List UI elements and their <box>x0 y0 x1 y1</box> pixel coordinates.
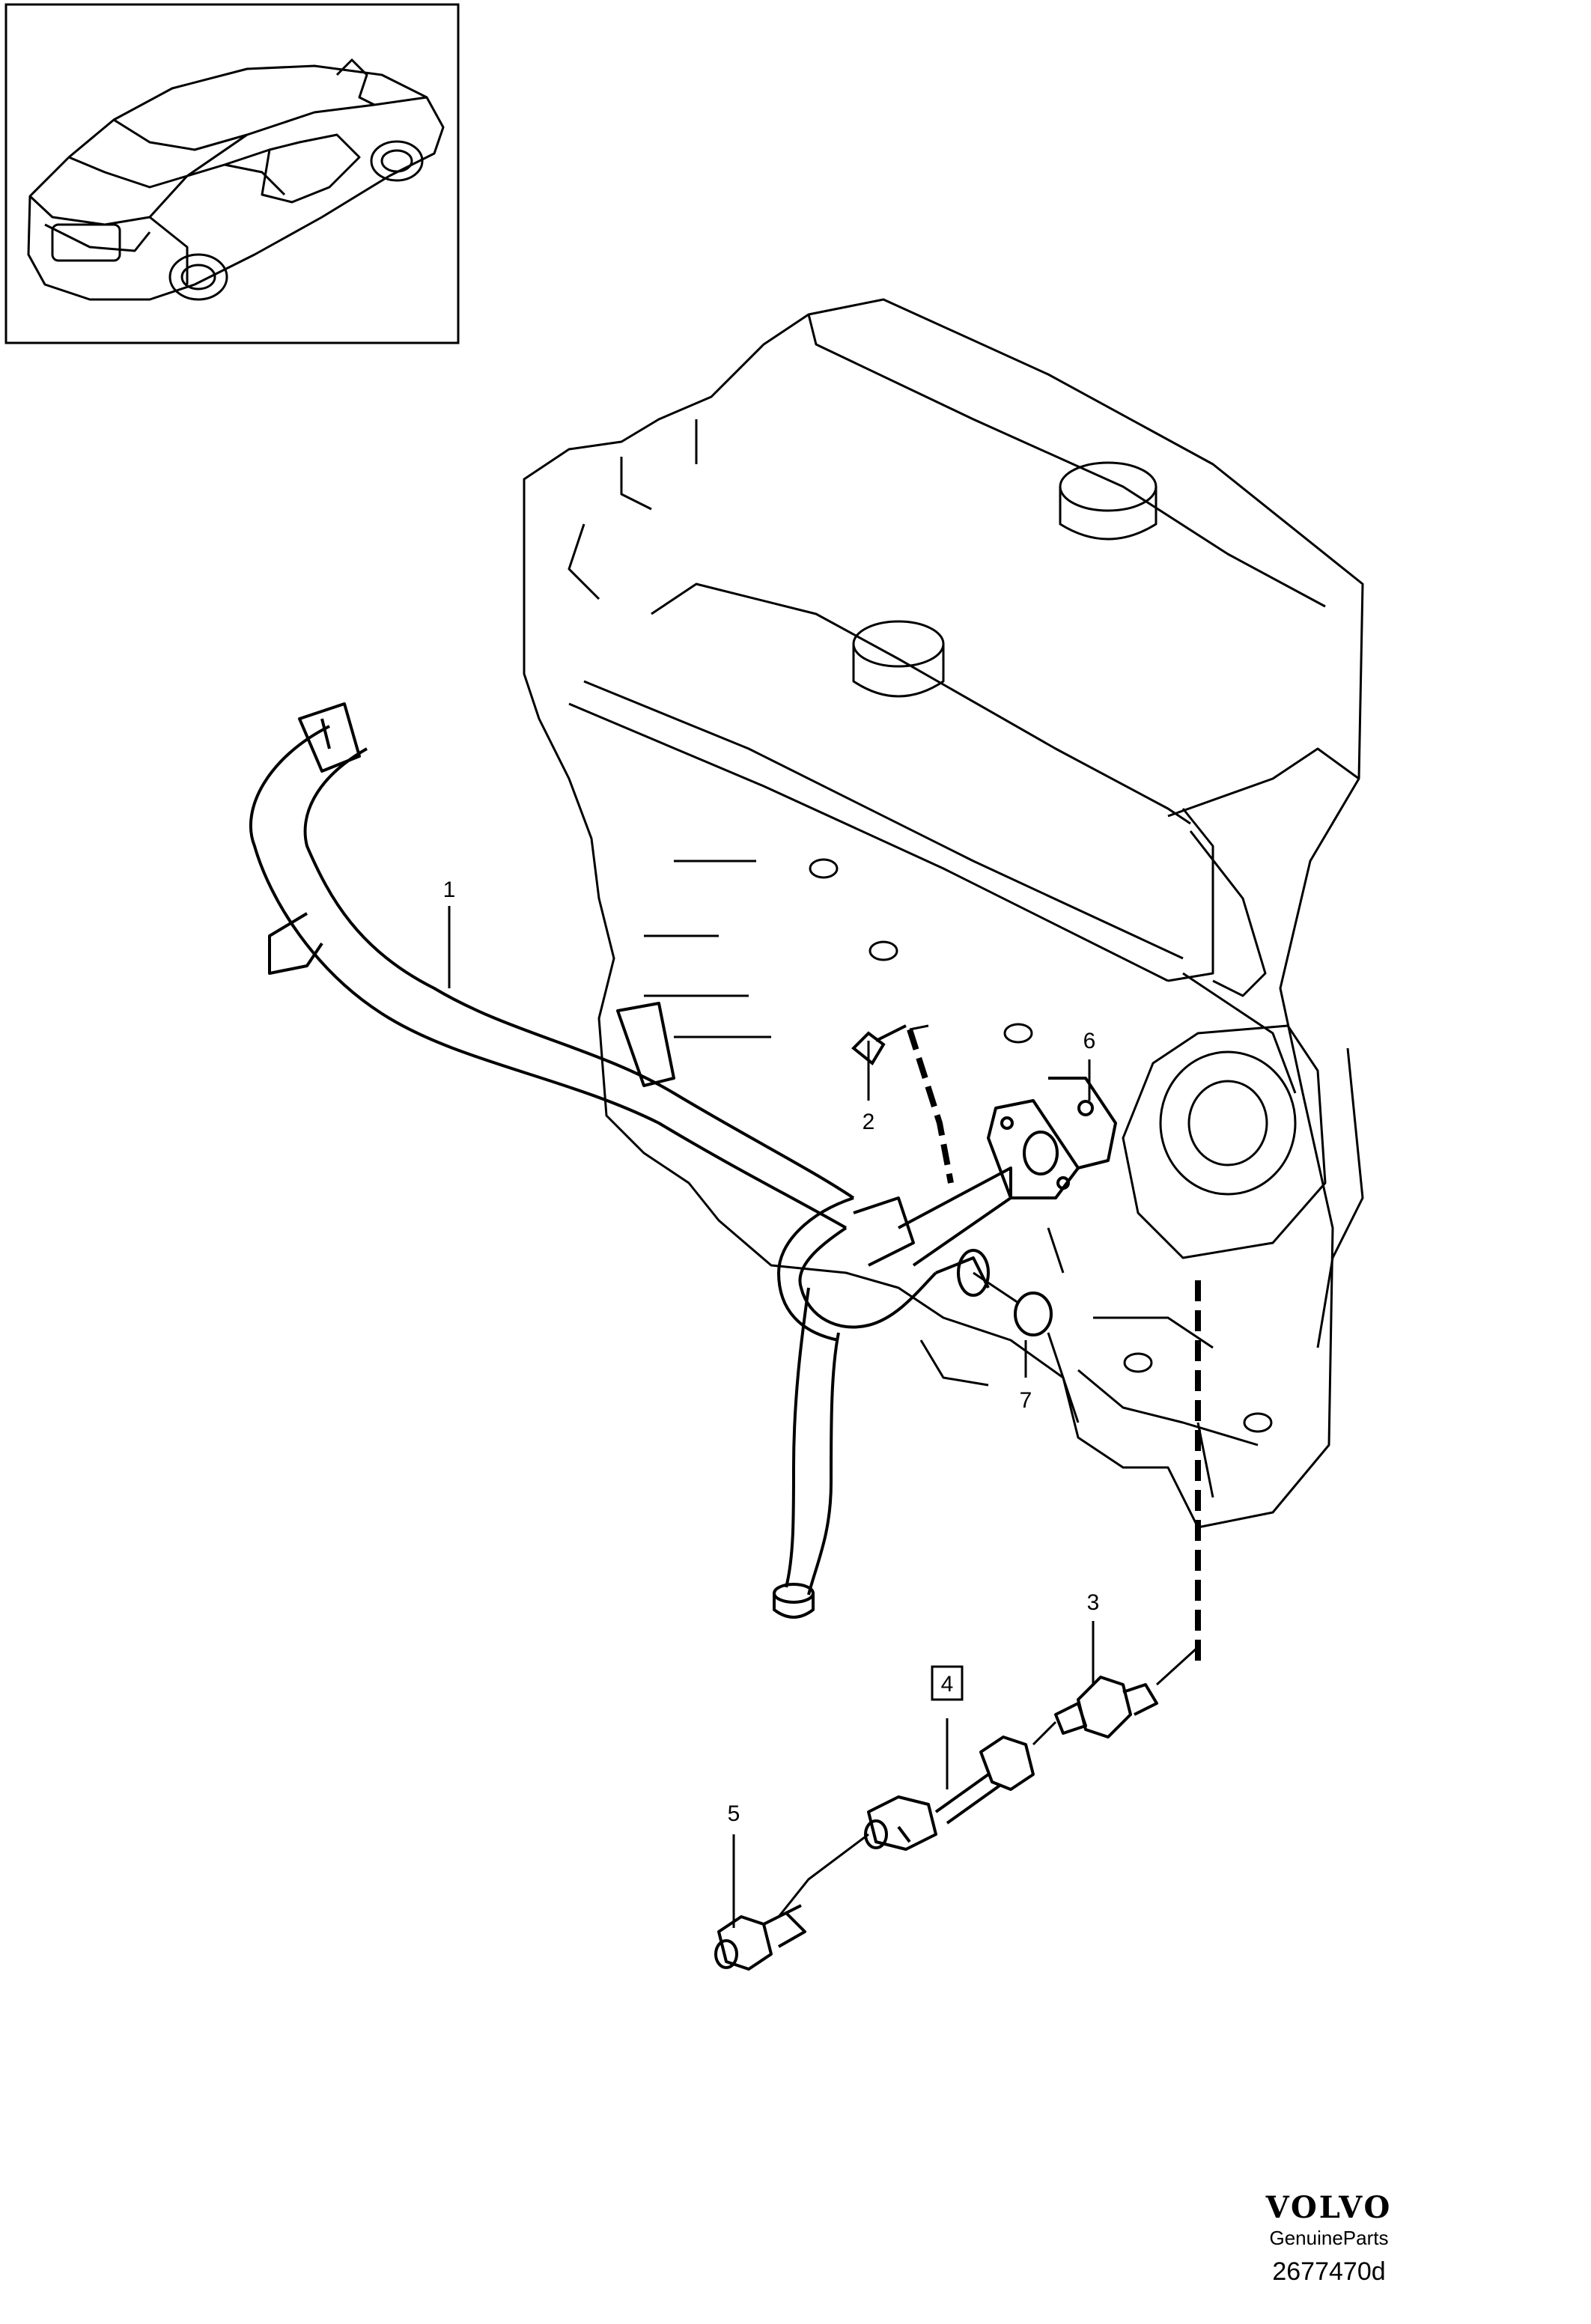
part-2-bolt <box>851 1024 907 1065</box>
part-5-sensor <box>714 1904 806 1971</box>
brand-logo: VOLVO <box>1265 2190 1393 2225</box>
callout-4: 4 <box>941 1672 954 1697</box>
callout-6: 6 <box>1083 1029 1096 1053</box>
vehicle-overview-inset <box>4 3 460 344</box>
part-4-sensor-lead <box>864 1736 1035 1851</box>
callout-5: 5 <box>728 1801 740 1826</box>
part-7-o-ring <box>1014 1292 1053 1336</box>
callout-labels: 1 2 3 4 5 6 7 <box>443 877 1100 1826</box>
callout-2: 2 <box>863 1110 875 1134</box>
brand-footer: VOLVO GenuineParts 2677470d <box>1232 2190 1426 2287</box>
callout-3: 3 <box>1087 1590 1100 1615</box>
engine-block <box>523 298 1364 1529</box>
brand-tagline: GenuineParts <box>1269 2227 1389 2249</box>
callout-4-box <box>931 1665 964 1701</box>
leader-lines <box>448 906 1095 1928</box>
assembly-dash-lines <box>907 1028 1201 1662</box>
callout-1: 1 <box>443 877 456 902</box>
part-1-coolant-pipe <box>249 702 1012 1619</box>
callout-7: 7 <box>1020 1388 1032 1413</box>
part-6-gasket <box>987 1077 1117 1199</box>
part-3-fitting <box>1054 1676 1158 1739</box>
diagram-code: 2677470d <box>1272 2257 1386 2286</box>
